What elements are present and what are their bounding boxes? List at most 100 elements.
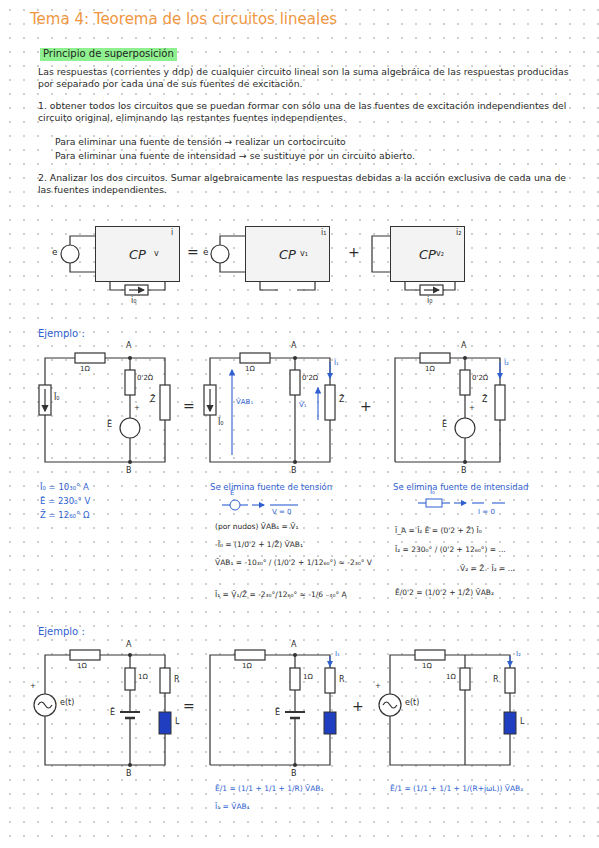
note-text: + bbox=[30, 682, 36, 691]
note-text: V̄₂ = Z̄ · Ī₂ = ... bbox=[460, 564, 515, 573]
note-text: 1Ω bbox=[245, 365, 255, 374]
note-text: Ē = 230₀° V bbox=[40, 496, 90, 507]
note-text: B bbox=[291, 466, 297, 476]
note-text: Ē bbox=[110, 708, 115, 718]
note-text: I = 0 bbox=[478, 508, 495, 517]
note-text: + bbox=[352, 698, 364, 716]
note-text: 1Ω bbox=[80, 365, 90, 374]
circuit-box: CP bbox=[95, 226, 180, 282]
note-text: Ī₂ bbox=[504, 359, 509, 368]
note-text: Ē bbox=[230, 489, 234, 498]
note-text: Ī₁ = V̄₁/Z̄ = -2₃₀°/12₆₀° ≈ -1/6 ₋₃₀° A bbox=[215, 590, 385, 599]
note-text: L bbox=[520, 717, 524, 727]
note-text: V̄AB₁ = -10₃₀° / (1/0'2 + 1/12₆₀°) ≈ -2₃… bbox=[215, 558, 385, 567]
note-text: Ī₀ bbox=[218, 418, 224, 428]
note-text: i₀ bbox=[427, 296, 432, 306]
note-text: e(t) bbox=[405, 698, 419, 708]
note-text: 1Ω bbox=[422, 662, 432, 671]
note-text: Ejemplo : bbox=[38, 626, 85, 639]
note-text: Z̄ bbox=[339, 395, 344, 405]
note-text: Ī₀ bbox=[54, 393, 60, 403]
note-text: + bbox=[348, 244, 360, 262]
note-text: 1Ω bbox=[303, 673, 313, 682]
note-text: e bbox=[203, 247, 209, 258]
note-text: Ī₂ = 230₀° / (0'2 + 12₆₀°) = ... bbox=[395, 545, 506, 554]
note-text: B bbox=[461, 466, 467, 476]
note-text: I₂ bbox=[516, 650, 521, 659]
example1-circuit3 bbox=[395, 353, 505, 464]
note-text: B bbox=[126, 769, 132, 779]
note-text: 0'2Ω bbox=[137, 374, 153, 383]
note-text: Ē/1 = (1/1 + 1/1 + 1/R) V̄AB₁ bbox=[215, 784, 324, 793]
note-text: A bbox=[291, 640, 296, 650]
box-label: CP bbox=[419, 247, 436, 262]
example1-circuit1 bbox=[39, 353, 170, 464]
note-text: 1Ω bbox=[425, 365, 435, 374]
note-text: R bbox=[493, 675, 499, 685]
page-title: Tema 4: Teorema de los circuitos lineale… bbox=[30, 10, 337, 29]
note-text: B bbox=[291, 769, 297, 779]
note-text: + bbox=[469, 404, 475, 413]
box-label: CP bbox=[129, 247, 146, 262]
circuit-box: CP bbox=[245, 226, 330, 282]
note-text: (por nudos) V̄AB₁ = V̄₁ bbox=[215, 522, 298, 531]
note-text: 1Ω bbox=[446, 673, 456, 682]
note-text: i bbox=[171, 228, 173, 238]
note-text: i₁ bbox=[321, 228, 326, 238]
box-label: CP bbox=[279, 247, 296, 262]
note-text: R bbox=[339, 675, 345, 685]
note-text: + bbox=[375, 682, 381, 691]
note-text: i₀ bbox=[131, 296, 136, 306]
note-text: Para eliminar una fuente de intensidad →… bbox=[55, 150, 415, 162]
note-text: V = 0 bbox=[272, 508, 292, 517]
note-text: Ī₀ bbox=[430, 488, 435, 497]
note-text: + bbox=[360, 398, 372, 416]
note-text: v₂ bbox=[436, 249, 444, 259]
note-text: Para eliminar una fuente de tensión → re… bbox=[55, 136, 346, 148]
note-text: Principio de superposición bbox=[40, 48, 177, 61]
note-text: i₂ bbox=[456, 228, 461, 238]
note-text: I₁ bbox=[335, 650, 340, 659]
note-text: Z̄ bbox=[150, 395, 155, 405]
note-text: Ī₁ = V̄AB₁ bbox=[215, 802, 250, 811]
note-text: 0'2Ω bbox=[302, 374, 318, 383]
note-text: Ē bbox=[107, 420, 112, 430]
note-text: Las respuestas (corrientes y ddp) de cua… bbox=[38, 66, 586, 89]
note-text: A bbox=[126, 640, 131, 650]
note-text: Se elimina fuente de intensidad bbox=[393, 482, 528, 493]
note-text: v₁ bbox=[300, 249, 308, 259]
example2-circuitA bbox=[34, 650, 171, 767]
note-text: Ē/1 = (1/1 + 1/1 + 1/(R+jωL)) V̄AB₂ bbox=[390, 784, 523, 793]
note-text: 1. obtener todos los circuitos que se pu… bbox=[38, 100, 586, 123]
note-text: = bbox=[187, 244, 199, 262]
note-text: V̄AB₁ bbox=[236, 398, 253, 407]
note-text: e bbox=[52, 247, 58, 258]
note-text: + bbox=[134, 404, 140, 413]
note-text: A bbox=[461, 341, 466, 351]
example2-circuitC bbox=[379, 650, 516, 765]
note-text: v bbox=[154, 249, 159, 259]
note-text: 1Ω bbox=[77, 662, 87, 671]
note-text: Z̄ = 12₆₀° Ω bbox=[40, 510, 89, 521]
note-text: V̄₁ bbox=[299, 401, 307, 410]
note-text: A bbox=[126, 341, 131, 351]
note-text: Ē bbox=[442, 420, 447, 430]
note-text: -Ī₀ = (1/0'2 + 1/Z̄) V̄AB₁ bbox=[215, 540, 303, 549]
note-text: Ī₁ bbox=[334, 359, 339, 368]
note-text: R bbox=[174, 675, 180, 685]
example2-circuitB bbox=[210, 650, 336, 767]
note-text: Z̄ bbox=[482, 395, 487, 405]
note-text: e(t) bbox=[60, 698, 74, 708]
note-text: Ē/0'2 = (1/0'2 + 1/Z̄) V̄AB₂ bbox=[395, 588, 494, 597]
note-text: Ī₀ = 10₃₀° A bbox=[40, 482, 89, 493]
note-text: A bbox=[291, 341, 296, 351]
note-text: Ejemplo : bbox=[38, 328, 85, 341]
note-text: = bbox=[183, 398, 195, 416]
circuit-box: CP bbox=[390, 226, 465, 282]
note-text: 1Ω bbox=[242, 662, 252, 671]
note-text: = bbox=[183, 698, 195, 716]
note-text: L bbox=[175, 717, 179, 727]
note-text: 2. Analizar los dos circuitos. Sumar alg… bbox=[38, 172, 578, 195]
note-text: Ī_A = Ī₂ Ē = (0'2 + Z̄) Ī₀ bbox=[395, 526, 482, 535]
